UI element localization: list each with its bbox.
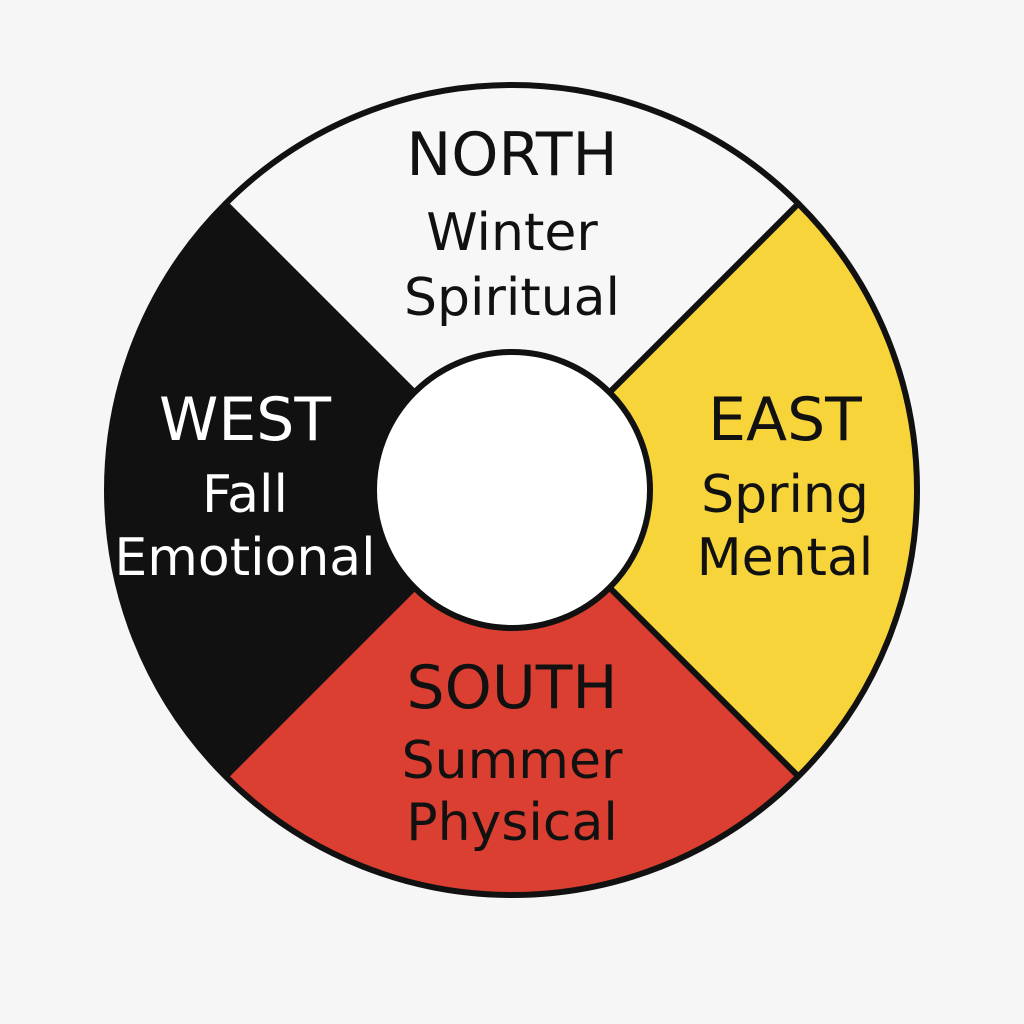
north-season: Winter bbox=[426, 203, 598, 263]
south-aspect: Physical bbox=[406, 793, 618, 853]
outer-ring bbox=[104, 82, 920, 898]
west-aspect: Emotional bbox=[114, 528, 375, 588]
east-season: Spring bbox=[701, 465, 869, 525]
north-direction: NORTH bbox=[406, 120, 617, 190]
divider-line bbox=[607, 201, 801, 395]
east-direction: EAST bbox=[708, 385, 862, 455]
center-circle bbox=[371, 349, 653, 631]
quadrant-west bbox=[107, 203, 415, 777]
north-aspect: Spiritual bbox=[404, 268, 620, 328]
west-direction: WEST bbox=[159, 385, 331, 455]
east-label: EAST Spring Mental bbox=[697, 385, 874, 588]
east-aspect: Mental bbox=[697, 528, 874, 588]
north-label: NORTH Winter Spiritual bbox=[404, 120, 620, 328]
west-season: Fall bbox=[202, 465, 288, 525]
west-label: WEST Fall Emotional bbox=[114, 385, 375, 588]
divider-line bbox=[223, 201, 417, 395]
south-season: Summer bbox=[402, 731, 623, 791]
south-direction: SOUTH bbox=[407, 653, 618, 723]
south-label: SOUTH Summer Physical bbox=[402, 653, 623, 853]
quadrant-north bbox=[225, 84, 799, 393]
divider-line bbox=[607, 585, 801, 779]
quadrant-south bbox=[225, 587, 799, 895]
divider-line bbox=[223, 585, 417, 779]
quadrant-east bbox=[609, 203, 917, 777]
